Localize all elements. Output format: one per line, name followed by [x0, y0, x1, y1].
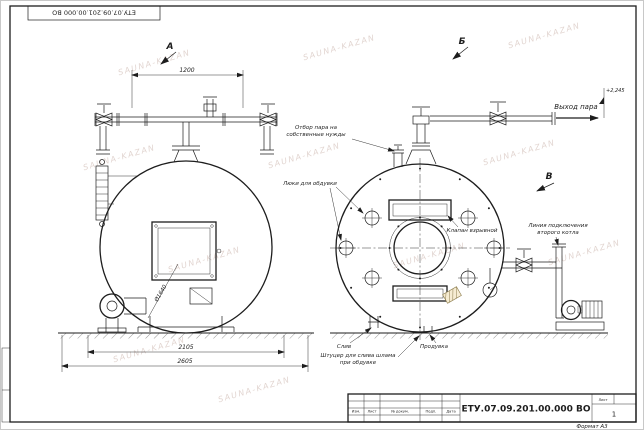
pump-base — [555, 321, 605, 331]
stamp-col-list: Лист — [367, 410, 376, 414]
ash-box-diagonal — [189, 287, 213, 305]
sludge-label-1: Штуцер для слива шлама — [321, 353, 397, 359]
furnace-door-inner — [157, 227, 211, 275]
explosion-valve-label: Клапан взрывной — [447, 228, 498, 234]
feed-pump — [555, 299, 605, 331]
hatches-leader-2 — [329, 187, 342, 241]
manifold-valves — [95, 112, 277, 127]
water-level-gauge — [95, 159, 138, 227]
view-label-v: В — [546, 172, 553, 182]
side-pipe-valve — [515, 257, 533, 273]
top-doc-number-frame — [27, 5, 161, 21]
boiler-shell-front — [99, 160, 273, 334]
burner-base — [97, 327, 127, 333]
door-bolt — [210, 274, 214, 278]
sludge-label-2: при обдувке — [340, 360, 377, 366]
stamp-col-sign: Подп. — [426, 410, 437, 414]
ash-box — [189, 287, 213, 305]
tag-plate-hatch — [445, 286, 457, 303]
furnace-door — [151, 221, 217, 281]
pressure-gauge-needle — [489, 285, 496, 291]
centerlines — [330, 158, 510, 340]
explosion-valve-leader — [447, 215, 459, 228]
drain-leader — [349, 327, 372, 344]
ground-hatch-right — [330, 333, 608, 339]
second-line-label-2: второго котла — [537, 230, 579, 236]
safety-valve-body — [203, 103, 217, 112]
title-block: Изм. Лист № докум. Подп. Дата ЕТУ.07.09.… — [347, 393, 637, 423]
door-bolt — [210, 224, 214, 228]
steam-outlet-label: Выход пара — [554, 103, 597, 111]
steam-line-valve — [489, 111, 507, 126]
format-note: Формат А3 — [576, 424, 608, 430]
view-a: 1200 2105 2605 Ø1640 А — [58, 42, 314, 372]
view-label-b: Б — [459, 37, 466, 47]
door-bolt — [154, 224, 158, 228]
steam-pipework-top — [392, 101, 556, 167]
margin-box — [1, 347, 11, 423]
blowdown-label: Продувка — [420, 344, 449, 350]
tag-plate — [442, 286, 462, 304]
stamp-sheet-value: 1 — [612, 411, 616, 419]
stamp-col-izm: Изм. — [352, 410, 360, 414]
level-mark-flag — [599, 97, 604, 104]
drawing-frame — [9, 5, 637, 423]
boiler-base — [137, 316, 235, 332]
drain-label: Слив — [337, 344, 351, 350]
hatches-label: Люки для обдувки — [282, 181, 337, 187]
gauge-column — [95, 165, 109, 221]
blowdown-leader — [429, 334, 437, 344]
pump-motor-fins — [577, 301, 599, 318]
view-arrow-v — [536, 182, 555, 192]
pump-volute — [560, 299, 582, 321]
stamp-col-date: Дата — [446, 410, 455, 414]
pressure-gauge — [482, 282, 498, 298]
title-block-grid — [348, 394, 636, 422]
pump-hub — [566, 305, 576, 315]
top-doc-number-box: ЕТУ.07.09.201.00.000 ВО — [27, 5, 161, 21]
steam-own-leader — [351, 138, 395, 152]
explosion-valve-hatch-inner — [392, 203, 448, 217]
gauge-rungs — [96, 172, 138, 216]
manhole — [393, 221, 447, 275]
top-steam-manifold — [94, 96, 278, 163]
burner-fan — [99, 293, 125, 319]
view-arrow-b — [452, 46, 469, 60]
dim-text-1200: 1200 — [179, 67, 194, 74]
dim-text-2105: 2105 — [178, 344, 193, 351]
dim-text-2605: 2605 — [177, 358, 192, 365]
bottom-hatch-inner — [396, 288, 444, 299]
burner-duct-legs — [105, 297, 147, 332]
dim-chord-1640 — [147, 263, 179, 319]
stamp-col-doc: № докум. — [391, 410, 409, 414]
gauge-valve-bottom — [99, 221, 105, 227]
hand-hole-crosses — [336, 208, 504, 288]
left-margin-boxes — [1, 347, 11, 423]
burner-motor — [106, 300, 118, 312]
top-doc-number: ЕТУ.07.09.201.00.000 ВО — [52, 9, 136, 17]
ground-hatch-left — [58, 333, 314, 339]
level-mark-text: +2,245 — [606, 88, 625, 94]
dim-extension-lines-left — [61, 70, 309, 372]
view-arrow-a — [160, 51, 177, 65]
sludge-leader — [397, 335, 420, 358]
view-label-a: А — [166, 42, 174, 52]
gauge-valve-top — [99, 159, 105, 165]
hatches-leader-1 — [335, 186, 364, 214]
manhole-bolt-dots — [388, 216, 452, 280]
second-line-label-1: Линия подключения — [527, 223, 588, 229]
burner-unit — [97, 293, 147, 333]
door-bolt — [154, 274, 158, 278]
door-handle — [216, 248, 222, 254]
stamp-doc-number: ЕТУ.07.09.201.00.000 ВО — [461, 405, 590, 415]
steam-own-label-2: собственные нужды — [286, 132, 346, 138]
second-line-leader — [554, 236, 559, 246]
view-b: Выход пара +2,245 Отбор пара на собствен… — [282, 37, 624, 366]
main-steam-valve-body — [412, 115, 430, 125]
explosion-valve-hatch — [388, 199, 452, 221]
steam-own-label-1: Отбор пара на — [295, 125, 338, 131]
stamp-sheet-label: Лист — [598, 398, 607, 402]
